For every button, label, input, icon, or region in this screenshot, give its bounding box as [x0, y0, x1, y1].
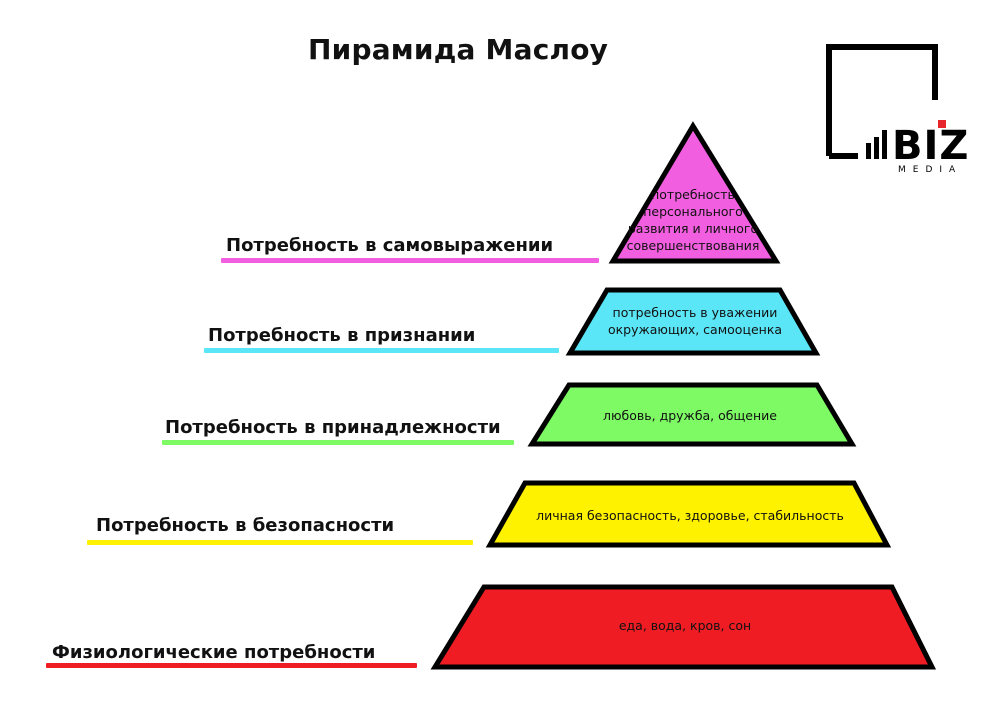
label-physiological: Физиологические потребности: [52, 642, 376, 663]
underline-esteem: [204, 348, 559, 353]
tier-safety: [485, 480, 892, 548]
logo-sub-text: MEDIA: [898, 165, 962, 174]
underline-safety: [87, 540, 473, 545]
biz-media-logo: BIZ MEDIA: [826, 44, 969, 174]
label-self-actualization: Потребность в самовыражении: [226, 235, 554, 256]
page-title: Пирамида Маслоу: [308, 33, 609, 66]
tier-text-belonging: любовь, дружба, общение: [603, 408, 777, 423]
tier-text-self-actualization: потребность персонального развития и лич…: [626, 187, 760, 253]
logo-brand-text: BIZ: [892, 123, 969, 169]
underline-self-actualization: [221, 258, 599, 263]
underline-physiological: [46, 663, 417, 668]
tier-self-actualization: [608, 121, 781, 264]
label-belonging: Потребность в принадлежности: [165, 417, 501, 438]
tier-text-safety: личная безопасность, здоровье, стабильно…: [536, 508, 844, 523]
tier-text-esteem: потребность в уважении окружающих, самоо…: [607, 305, 783, 337]
tier-physiological: [430, 584, 937, 670]
label-safety: Потребность в безопасности: [96, 515, 395, 536]
tier-belonging: [527, 382, 857, 447]
tier-text-physiological: еда, вода, кров, сон: [618, 618, 752, 633]
tier-esteem: [565, 287, 821, 356]
underline-belonging: [162, 440, 514, 445]
label-esteem: Потребность в признании: [208, 325, 476, 346]
